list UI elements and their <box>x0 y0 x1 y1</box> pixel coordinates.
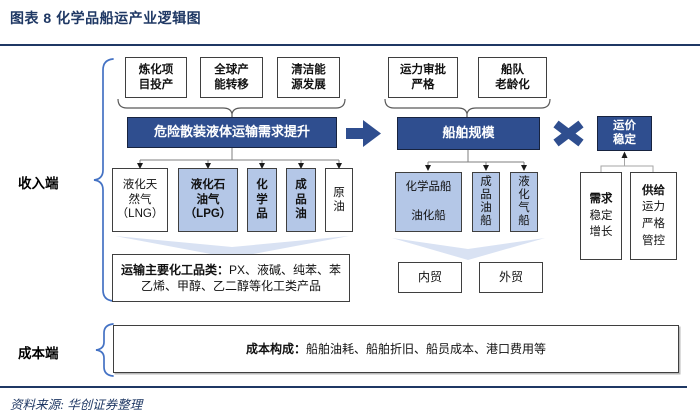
demand-driver-clean-energy: 清洁能 源发展 <box>277 57 340 98</box>
ship-connector-tree <box>427 150 525 166</box>
trade-mode-domestic: 内贸 <box>398 262 462 293</box>
ship-type-chemical-tanker: 化学品船 油化船 <box>395 172 462 232</box>
cost-composition-box: 成本构成：船舶油耗、船舶折旧、船员成本、港口费用等 <box>113 325 679 373</box>
demand-driver-refining: 炼化项 目投产 <box>125 57 187 98</box>
demand-underbrace <box>117 98 346 117</box>
commodity-lng: 液化天 然气 （LNG） <box>112 168 168 232</box>
demand-driver-capacity-shift: 全球产 能转移 <box>200 57 263 98</box>
income-section-label: 收入端 <box>18 176 59 191</box>
commodity-lpg: 液化石 油气 （LPG） <box>178 168 238 232</box>
ship-type-product-tanker: 成 品 油 船 <box>472 172 500 232</box>
supply-underbrace <box>384 98 551 117</box>
cost-composition-label: 成本构成： <box>245 341 306 356</box>
cost-brace <box>95 323 114 377</box>
chemical-products-note-label: 运输主要化工品类： <box>120 262 229 277</box>
commodity-crude-oil: 原 油 <box>325 168 353 232</box>
supply-driver-approval: 运力审批 严格 <box>388 57 458 98</box>
chemical-products-note-list: PX、液碱、纯苯、苯乙烯、甲醇、乙二醇等化工类产品 <box>140 262 342 293</box>
footer-divider <box>0 386 687 389</box>
demand-growth-head: 需求 <box>589 192 613 205</box>
supply-control-head: 供给 <box>642 184 665 197</box>
title-divider <box>0 44 700 46</box>
supply-control-box: 供给运力 严格 管控 <box>630 172 677 260</box>
cost-composition-content: 船舶油耗、船舶折旧、船员成本、港口费用等 <box>306 341 547 356</box>
figure-title: 图表 8 化学品船运产业逻辑图 <box>10 10 202 26</box>
cost-section-label: 成本端 <box>18 346 59 361</box>
chemical-products-note: 运输主要化工品类：PX、液碱、纯苯、苯乙烯、甲醇、乙二醇等化工类产品 <box>112 254 350 302</box>
freight-connector <box>600 157 654 172</box>
income-brace <box>93 58 114 302</box>
ship-arrowheads <box>425 165 527 171</box>
demand-growth-body: 稳定 增长 <box>589 209 613 239</box>
freight-stability-box: 运价 稳定 <box>597 116 652 151</box>
commodity-chemicals: 化 学 品 <box>247 168 277 232</box>
fleet-scale-box: 船舶规模 <box>397 117 540 150</box>
demand-result-box: 危险散装液体运输需求提升 <box>127 117 337 148</box>
supply-driver-aging-fleet: 船队 老龄化 <box>478 57 547 98</box>
trade-mode-foreign: 外贸 <box>479 262 543 293</box>
ship-type-gas-carrier: 液 化 气 船 <box>510 172 538 232</box>
commodity-refined-oil: 成 品 油 <box>286 168 316 232</box>
source-note: 资料来源: 华创证券整理 <box>10 398 143 412</box>
commodity-connector-tree <box>139 148 340 164</box>
flow-right-arrow-icon <box>346 120 381 147</box>
freight-up-arrowhead <box>621 151 628 158</box>
trade-chevron-arrow <box>392 238 545 260</box>
multiply-icon <box>553 120 584 147</box>
demand-growth-box: 需求稳定 增长 <box>580 172 622 260</box>
supply-control-body: 运力 严格 管控 <box>642 201 665 247</box>
